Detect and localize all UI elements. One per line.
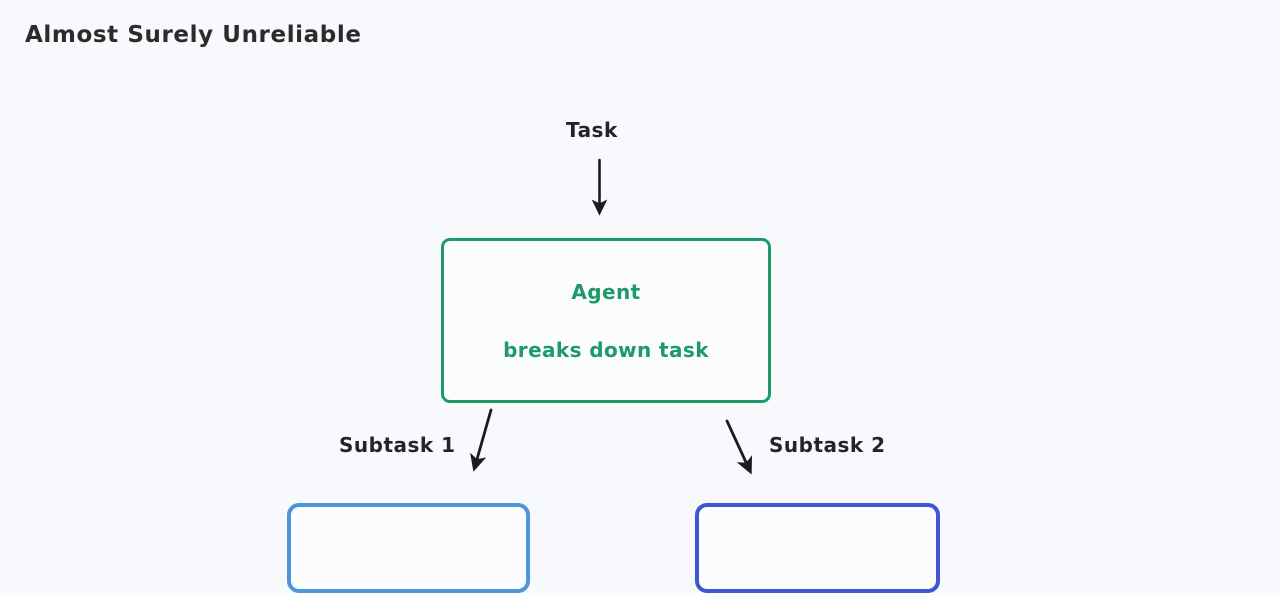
diagram-canvas: Almost Surely Unreliable Task Subtask 1 … xyxy=(25,22,940,593)
node-agent-title: Agent xyxy=(571,279,641,304)
edge-label-task: Task xyxy=(566,118,618,142)
node-agent-subtitle: breaks down task xyxy=(503,337,709,362)
edge-label-subtask-2: Subtask 2 xyxy=(769,433,886,457)
page-title: Almost Surely Unreliable xyxy=(25,22,362,48)
node-subtask-2[interactable] xyxy=(695,503,940,593)
node-subtask-1[interactable] xyxy=(287,503,530,593)
arrow-agent-to-subtask-1 xyxy=(470,408,493,472)
edge-label-subtask-1: Subtask 1 xyxy=(339,433,456,457)
node-agent[interactable]: Agent breaks down task xyxy=(441,238,771,403)
arrow-agent-to-subtask-2 xyxy=(725,419,753,475)
